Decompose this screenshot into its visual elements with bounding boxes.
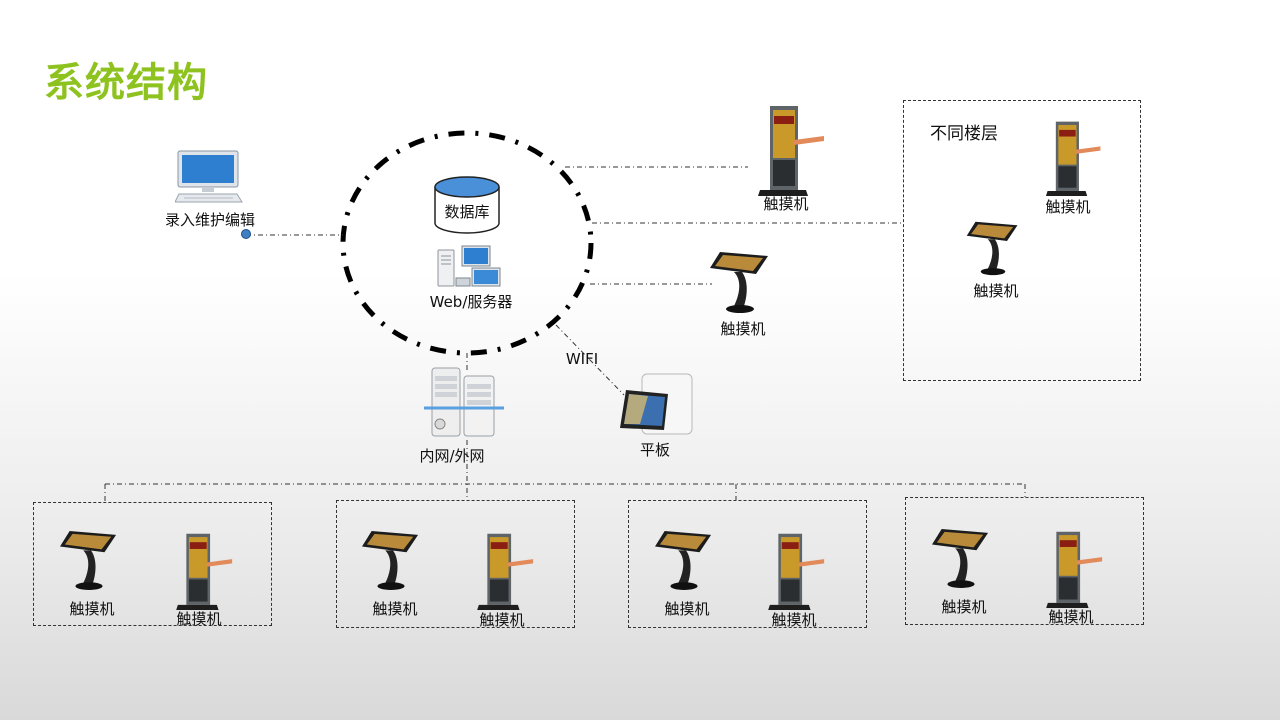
- kiosk-group-4: [905, 497, 1144, 625]
- link-wifi: [555, 324, 625, 396]
- podium-kiosk-icon: [932, 529, 989, 588]
- kiosk-group-1: [33, 502, 272, 626]
- network-server-icon: [424, 367, 504, 437]
- network-label: 内网/外网: [419, 447, 485, 465]
- database-icon: [434, 176, 500, 234]
- editor-connector-dot: [241, 229, 251, 239]
- kiosk-label: 触摸机: [69, 600, 115, 618]
- podium-kiosk-icon: [362, 531, 419, 590]
- kiosk-group-3: [628, 500, 867, 628]
- kiosk-label: 触摸机: [771, 611, 817, 629]
- floors-label: 不同楼层: [930, 124, 998, 144]
- page-title: 系统结构: [44, 60, 208, 106]
- podium-kiosk-icon: [966, 221, 1018, 276]
- tablet-icon: [620, 373, 693, 435]
- kiosk-label: 触摸机: [664, 600, 710, 618]
- database-label: 数据库: [444, 203, 490, 221]
- standing-kiosk-icon: [477, 533, 534, 610]
- kiosk-label: 触摸机: [1045, 198, 1091, 216]
- desktop-computer-icon: [175, 150, 243, 203]
- web-server-icon: [437, 245, 501, 287]
- standing-kiosk-icon: [768, 533, 825, 610]
- kiosk-group-2: [336, 500, 575, 628]
- kiosk-label: 触摸机: [372, 600, 418, 618]
- tablet-label: 平板: [639, 441, 671, 459]
- standing-kiosk-icon: [758, 106, 824, 196]
- kiosk-label: 触摸机: [941, 598, 987, 616]
- podium-kiosk-icon: [60, 531, 117, 590]
- standing-kiosk-icon: [1046, 531, 1103, 608]
- podium-kiosk-icon: [655, 531, 712, 590]
- server-cloud-boundary: [340, 130, 594, 356]
- podium-kiosk-icon: [710, 252, 768, 313]
- standing-kiosk-icon: [176, 533, 233, 610]
- kiosk-label: 触摸机: [763, 195, 809, 213]
- kiosk-label: 触摸机: [1048, 608, 1094, 626]
- standing-kiosk-icon: [1045, 121, 1101, 196]
- input-editor-label: 录入维护编辑: [164, 211, 256, 229]
- kiosk-label: 触摸机: [479, 611, 525, 629]
- kiosk-label: 触摸机: [176, 610, 222, 628]
- floors-group: [903, 100, 1141, 381]
- kiosk-label: 触摸机: [973, 282, 1019, 300]
- web-server-label: Web/服务器: [429, 293, 513, 311]
- wifi-label: WIFI: [565, 350, 599, 368]
- kiosk-label: 触摸机: [720, 320, 766, 338]
